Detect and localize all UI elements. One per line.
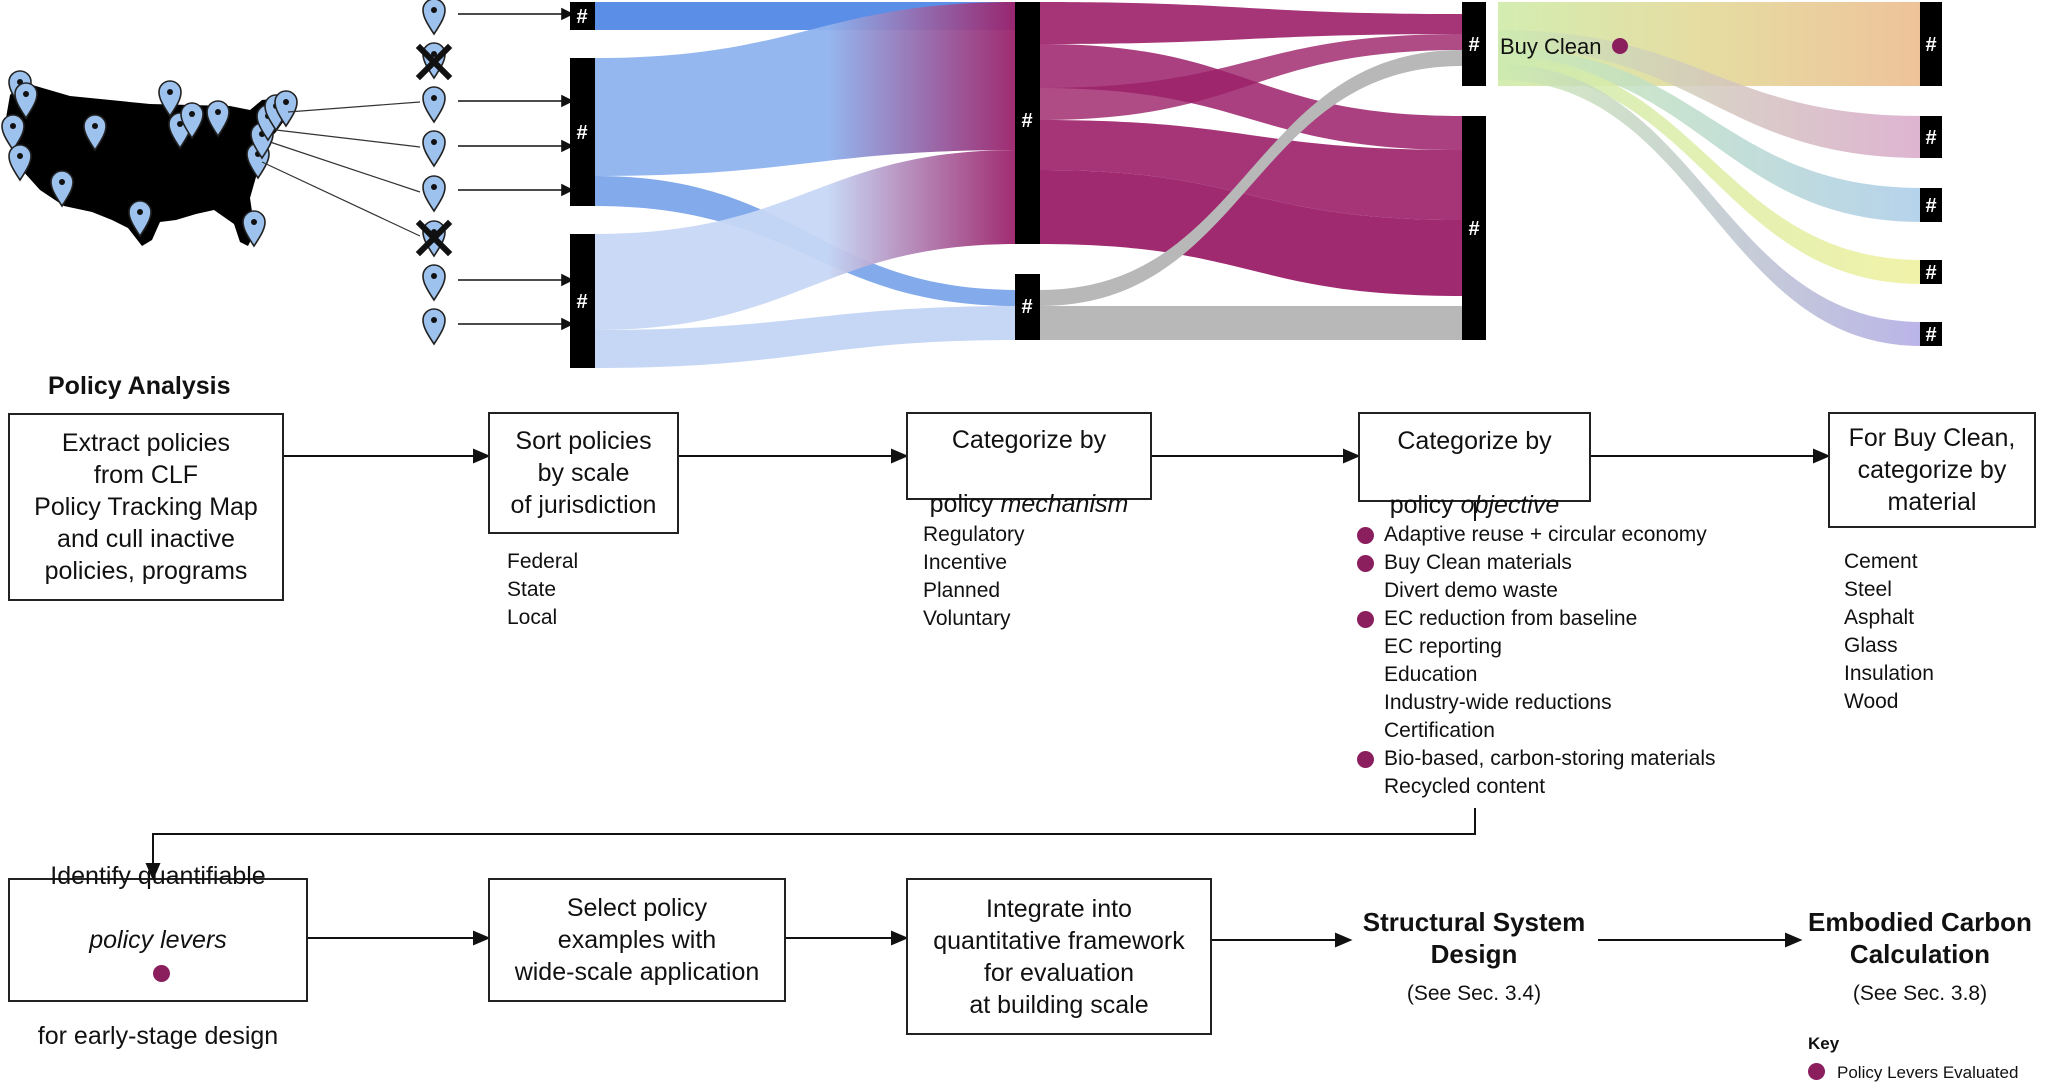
list-item: Wood [1844,690,1899,713]
policy-sankey-graphic: # # # # # # # # # # # # Buy Clean [1,0,1942,368]
categorize-material-box: For Buy Clean, categorize by material [1828,412,2036,528]
policy-lever-dot [1808,1063,1825,1080]
list-item-label: EC reporting [1384,635,1502,658]
list-item-label: Education [1384,663,1478,686]
list-item: Recycled content [1384,773,1716,801]
list-item: Regulatory [923,523,1025,546]
list-item-label: Recycled content [1384,775,1546,798]
extract-policies-box: Extract policies from CLF Policy Trackin… [8,413,284,601]
map-leader-lines [261,101,421,237]
list-item-label: Bio-based, carbon-storing materials [1384,747,1716,770]
list-item: Certification [1384,717,1716,745]
categorize-mechanism-box: Categorize by policy mechanism [906,412,1152,518]
node-marker: # [576,122,587,144]
node-marker: # [1021,296,1032,318]
list-item: Steel [1844,578,1892,601]
list-item: Cement [1844,550,1918,573]
list-item-label: Industry-wide reductions [1384,691,1612,714]
select-examples-box: Select policy examples with wide-scale a… [488,878,786,1002]
objective-list: Adaptive reuse + circular economy Buy Cl… [1357,521,1716,801]
key-title: Key [1808,1034,1840,1053]
list-item: Local [507,606,558,629]
cross-marks [415,43,453,257]
list-item: EC reduction from baseline [1357,605,1716,633]
list-item: Planned [923,579,1001,602]
mechanism-plain: policy [929,490,1001,518]
node-marker: # [1925,324,1936,346]
policy-lever-dot [1357,527,1374,544]
select-examples-text: Select policy examples with wide-scale a… [514,894,760,986]
mechanism-line1: Categorize by [951,426,1107,454]
jurisdiction-list: Federal State Local [507,548,578,632]
embodied-carbon-title: Embodied Carbon Calculation [1808,907,2032,969]
node-marker: # [1925,34,1936,56]
extract-policies-text: Extract policies from CLF Policy Trackin… [34,429,258,585]
sankey-nodes [570,2,1942,368]
embodied-carbon-stage: Embodied Carbon Calculation (See Sec. 3.… [1800,906,2040,1006]
list-item: Adaptive reuse + circular economy [1357,521,1716,549]
policy-lever-dot [1357,611,1374,628]
key-item: Policy Levers Evaluated [1808,1063,2018,1083]
key-item-label: Policy Levers Evaluated [1837,1063,2019,1082]
objective-italic: objective [1460,491,1560,519]
list-item-label: Adaptive reuse + circular economy [1384,523,1707,546]
node-marker: # [576,291,587,313]
list-item: Divert demo waste [1384,577,1716,605]
policy-lever-dot [1357,555,1374,572]
sankey-flows-mechanism [1040,2,1462,340]
categorize-material-text: For Buy Clean, categorize by material [1848,424,2016,516]
node-marker: # [1925,262,1936,284]
structural-design-stage: Structural System Design (See Sec. 3.4) [1350,906,1598,1006]
sankey-flows-jurisdiction [595,2,1018,368]
list-item: Education [1384,661,1716,689]
list-item: Federal [507,550,579,573]
list-item-label: Certification [1384,719,1495,742]
list-item: Voluntary [923,607,1011,630]
node-marker: # [576,6,587,28]
levers-italic: policy levers [89,926,227,954]
list-item-label: Divert demo waste [1384,579,1558,602]
list-item: Bio-based, carbon-storing materials [1357,745,1716,773]
list-item: Glass [1844,634,1898,657]
structural-design-ref: (See Sec. 3.4) [1406,982,1542,1005]
identify-levers-box: Identify quantifiable policy levers for … [8,862,308,1050]
list-item: Asphalt [1844,606,1915,629]
levers-line3: for early-stage design [37,1022,279,1050]
policy-lever-dot [1357,751,1374,768]
objective-plain: policy [1389,491,1461,519]
buy-clean-dot [1612,38,1628,54]
node-marker: # [1021,110,1032,132]
list-item: Buy Clean materials [1357,549,1716,577]
categorize-objective-box: Categorize by policy objective [1358,412,1591,519]
levers-line1: Identify quantifiable [50,862,266,890]
node-marker: # [1468,218,1479,240]
list-item-label: Buy Clean materials [1384,551,1572,574]
integrate-framework-box: Integrate into quantitative framework fo… [906,878,1212,1035]
mechanism-list: Regulatory Incentive Planned Voluntary [923,521,1025,633]
integrate-framework-text: Integrate into quantitative framework fo… [933,894,1185,1019]
list-item: Insulation [1844,662,1934,685]
embodied-carbon-ref: (See Sec. 3.8) [1852,982,1988,1005]
mechanism-italic: mechanism [1000,490,1129,518]
list-item-label: EC reduction from baseline [1384,607,1638,630]
sankey-node-markers: # # # # # # # # # # # # [576,6,1936,346]
list-item: State [507,578,557,601]
list-item: EC reporting [1384,633,1716,661]
sort-policies-box: Sort policies by scale of jurisdiction [488,412,679,534]
objective-line1: Categorize by [1397,427,1552,455]
buy-clean-label: Buy Clean [1500,34,1602,59]
list-item: Industry-wide reductions [1384,689,1716,717]
node-marker: # [1468,34,1479,56]
node-marker: # [1925,127,1936,149]
node-marker: # [1925,195,1936,217]
policy-lever-dot [152,965,170,982]
pin-arrows [458,7,574,331]
list-item: Incentive [923,551,1008,574]
structural-design-title: Structural System Design [1362,907,1586,969]
sort-policies-text: Sort policies by scale of jurisdiction [510,427,657,519]
material-list: Cement Steel Asphalt Glass Insulation Wo… [1844,548,1934,716]
section-title: Policy Analysis [48,372,231,400]
sankey-flows-material [1498,2,1922,346]
